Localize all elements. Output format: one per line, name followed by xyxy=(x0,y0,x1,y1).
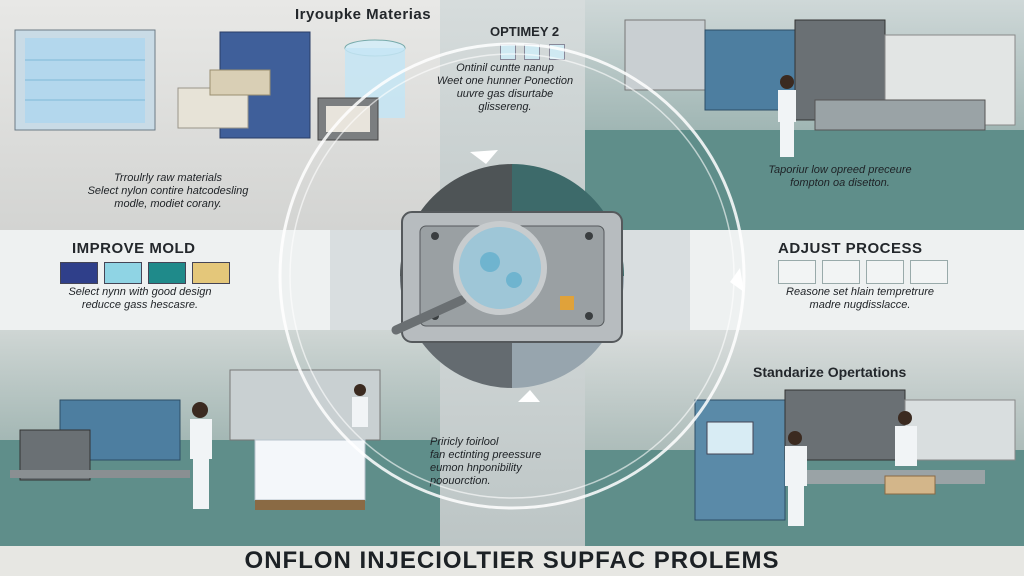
workshop-illustration xyxy=(10,369,381,510)
bottom-middle-caption-line: eumon hnponibility xyxy=(430,462,522,474)
materials-illustration xyxy=(14,29,406,141)
magnifying-glass-icon xyxy=(453,221,547,315)
standardize-illustration xyxy=(694,389,1016,526)
optimize-caption-line: uuvre gas disurtabe xyxy=(456,88,554,100)
bolt-icon xyxy=(585,312,593,320)
optimize-caption-line: Ontinil cuntte nanup xyxy=(456,62,554,74)
bottom-middle-caption-line: Priricly foirlool xyxy=(430,436,499,448)
sample-icon xyxy=(866,260,904,284)
gauge-icon xyxy=(822,260,860,284)
improve-mold-title: IMPROVE MOLD xyxy=(72,240,196,257)
optimize-caption-line: Weet one hunner Ponection xyxy=(436,75,574,87)
materials-caption: Trroulrly raw materials Select nylon con… xyxy=(18,172,318,211)
swatch-navy xyxy=(60,262,98,284)
optimize-caption: Ontinil cuntte nanup Weet one hunner Pon… xyxy=(415,62,595,114)
lens-detail xyxy=(506,272,522,288)
swatch-gold xyxy=(192,262,230,284)
lens-detail xyxy=(480,252,500,272)
bottom-middle-caption-line: poouorction. xyxy=(430,475,491,487)
optimize-title: OPTIMEY 2 xyxy=(490,24,560,39)
materials-caption-line: modle, modiet corany. xyxy=(114,198,222,210)
improve-mold-caption-line: reducce gass hescasre. xyxy=(81,299,199,311)
panel-factory-top: Taporiur low opreed preceure fompton oa … xyxy=(585,0,1024,230)
materials-caption-line: Select nylon contire hatcodesling xyxy=(87,185,249,197)
adjust-process-caption-line: madre nugdisslacce. xyxy=(809,299,911,311)
adjust-process-title: ADJUST PROCESS xyxy=(778,240,923,257)
improve-mold-caption: Select nynn with good design reducce gas… xyxy=(20,286,260,312)
center-diagram xyxy=(278,42,746,510)
bottom-middle-caption-line: fan ectinting preessure xyxy=(430,449,542,461)
factory-top-caption-line: Taporiur low opreed preceure xyxy=(768,164,912,176)
cycle-ring xyxy=(278,42,746,510)
optimize-caption-line: glissereng. xyxy=(478,101,532,113)
swatch-teal xyxy=(148,262,186,284)
adjust-process-caption-line: Reasone set hlain tempretrure xyxy=(786,286,934,298)
factory-top-caption-line: fompton oa disetton. xyxy=(790,177,890,189)
swatch-light-blue xyxy=(104,262,142,284)
standardize-title: Standarize Opertations xyxy=(753,364,907,380)
adjust-process-caption: Reasone set hlain tempretrure madre nugd… xyxy=(740,286,980,312)
panel-standardize: Standarize Opertations xyxy=(585,330,1024,546)
chart-icon xyxy=(778,260,816,284)
cycle-arrow-icon xyxy=(518,390,540,402)
materials-caption-line: Trroulrly raw materials xyxy=(114,172,222,184)
footer-title: ONFLON INJECIOLTIER SUPFAC PROLEMS xyxy=(0,546,1024,576)
cycle-arrow-icon xyxy=(730,268,744,292)
factory-top-caption: Taporiur low opreed preceure fompton oa … xyxy=(725,164,955,190)
floor xyxy=(585,130,1024,230)
bolt-icon xyxy=(431,232,439,240)
valve-icon xyxy=(560,296,574,310)
cycle-arrow-icon xyxy=(470,150,498,164)
panel-adjust-process: ADJUST PROCESS Reasone set hlain tempret… xyxy=(690,230,1024,330)
bottom-middle-caption: Priricly foirlool fan ectinting preessur… xyxy=(430,436,610,488)
materials-title: Iryoupke Materias xyxy=(295,6,432,23)
panel-materials: Iryoupke Materias Trroulrly raw material… xyxy=(0,0,440,230)
improve-mold-caption-line: Select nynn with good design xyxy=(68,286,212,298)
part-icon xyxy=(910,260,948,284)
factory-top-illustration xyxy=(624,19,1016,157)
cycle-ring-inner xyxy=(289,53,735,499)
bolt-icon xyxy=(585,232,593,240)
magnifier-handle-icon xyxy=(391,295,467,335)
panel-improve-mold: IMPROVE MOLD Select nynn with good desig… xyxy=(0,230,330,330)
